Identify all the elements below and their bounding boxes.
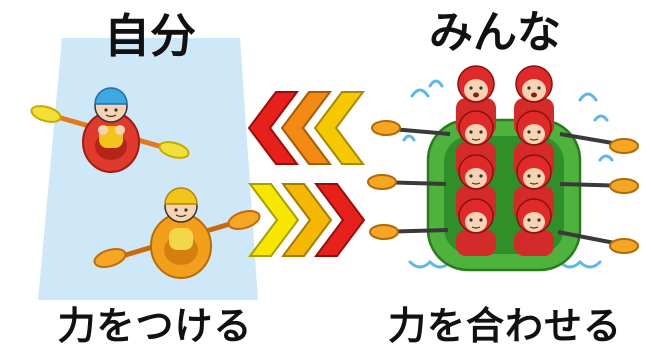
paddle-blade-right-icon [158,141,190,159]
right-title: みんな [429,7,561,58]
arrows-left-icon [247,91,365,165]
kayaker-bottom [93,187,261,279]
rafter-7 [456,198,496,256]
paddle-blade-left-icon [93,248,127,268]
left-caption: 力をつける [57,304,253,348]
left-title: 自分 [104,9,196,63]
arrows-right-icon [248,183,366,257]
kayaker-top [30,87,190,173]
paddle-blade-left-icon [30,105,62,123]
water-panel [38,38,258,300]
paddle-blade-right-icon [227,210,261,230]
right-caption: 力を合わせる [387,304,622,348]
team-raft-illustration [367,65,639,272]
rafter-8 [514,198,554,256]
